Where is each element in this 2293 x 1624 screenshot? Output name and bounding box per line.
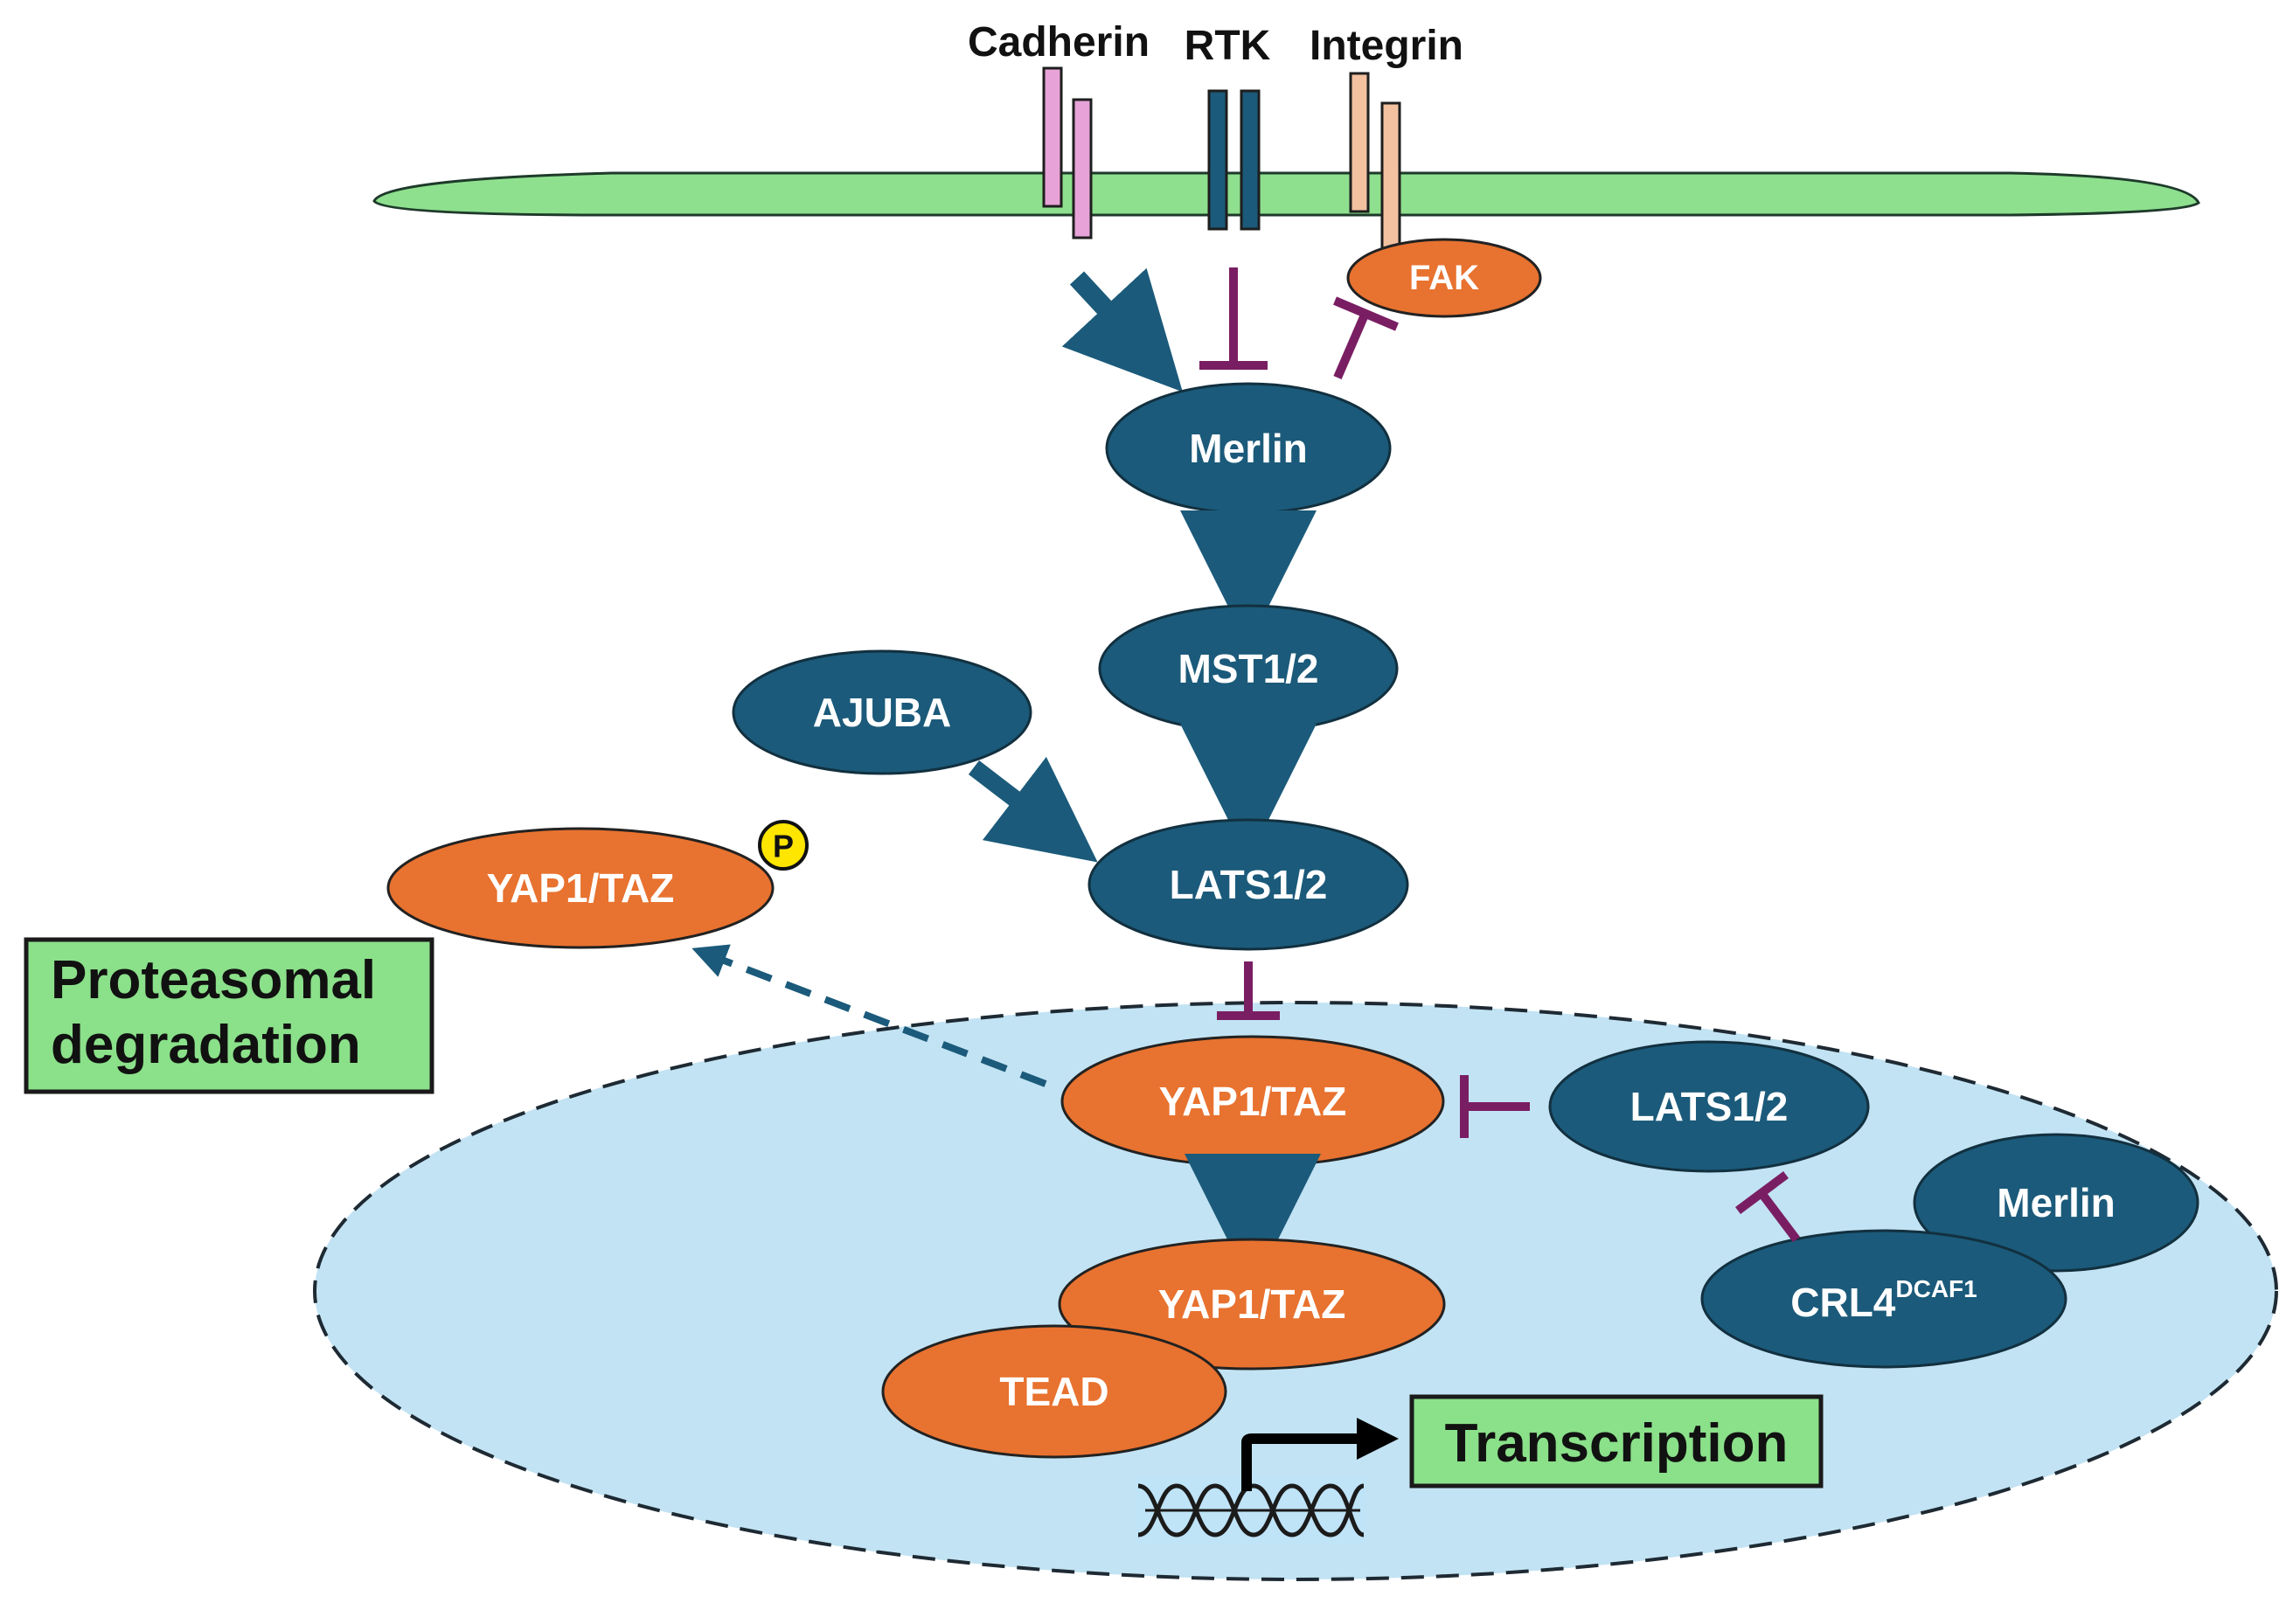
ajuba-label: AJUBA <box>813 690 951 735</box>
bound-yap-label: YAP1/TAZ <box>1158 1281 1346 1327</box>
yap-phospho-label: YAP1/TAZ <box>487 865 675 911</box>
nuclear-lats-label: LATS1/2 <box>1630 1084 1789 1129</box>
degradation-line2: degradation <box>51 1015 361 1075</box>
lats-yap-inhibition-bar <box>1217 961 1280 1020</box>
lats-label: LATS1/2 <box>1170 862 1328 907</box>
nuclear-merlin-label: Merlin <box>1997 1180 2115 1225</box>
integrin-label: Integrin <box>1310 23 1463 69</box>
fak-label: FAK <box>1409 259 1479 297</box>
transcription-box <box>1409 1394 1824 1489</box>
ajuba-lats-arrow <box>968 756 1098 863</box>
transcription-label: Transcription <box>1445 1413 1789 1474</box>
nuclear-lats-yap-inhibition-bar <box>1460 1075 1530 1138</box>
nuclear-yap-label: YAP1/TAZ <box>1159 1079 1347 1124</box>
merlin-fak-inhibition-bar <box>1333 296 1399 379</box>
lats-node <box>1087 818 1409 951</box>
phospho-badge-label: P <box>773 829 794 864</box>
nuclear-lats-node <box>1548 1040 1870 1173</box>
mst-label: MST1/2 <box>1178 646 1318 691</box>
proteasomal-degradation-box <box>24 937 434 1094</box>
cadherin-activation-arrow <box>1061 267 1183 392</box>
rtk-receptor <box>1207 89 1261 231</box>
cadherin-receptor <box>1042 66 1093 239</box>
crl4-label: CRL4DCAF1 <box>1790 1275 1977 1326</box>
crl4-lats-inhibition-bar <box>1735 1170 1800 1243</box>
yap-phospho-node <box>386 827 775 949</box>
rtk-label: RTK <box>1185 23 1271 69</box>
tead-label: TEAD <box>999 1369 1108 1414</box>
fak-node <box>1346 238 1542 318</box>
tead-node <box>881 1324 1227 1459</box>
degradation-line1: Proteasomal <box>51 950 376 1010</box>
rtk-inhibition-bar <box>1199 267 1268 370</box>
crl4-base: CRL4 <box>1790 1280 1896 1325</box>
crl4-superscript: DCAF1 <box>1895 1275 1977 1302</box>
yap-export-dashed-arrow <box>691 944 1047 1087</box>
ajuba-node <box>732 649 1032 775</box>
nuclear-merlin-node <box>1913 1133 2199 1273</box>
cell-membrane <box>372 171 2200 217</box>
crl4-node <box>1700 1229 2067 1369</box>
phospho-badge <box>758 820 809 871</box>
cadherin-label: Cadherin <box>968 19 1150 66</box>
merlin-label: Merlin <box>1189 426 1307 471</box>
transcription-start-arrow <box>1241 1418 1399 1491</box>
integrin-receptor <box>1349 72 1401 252</box>
bound-yap-node <box>1058 1238 1446 1371</box>
